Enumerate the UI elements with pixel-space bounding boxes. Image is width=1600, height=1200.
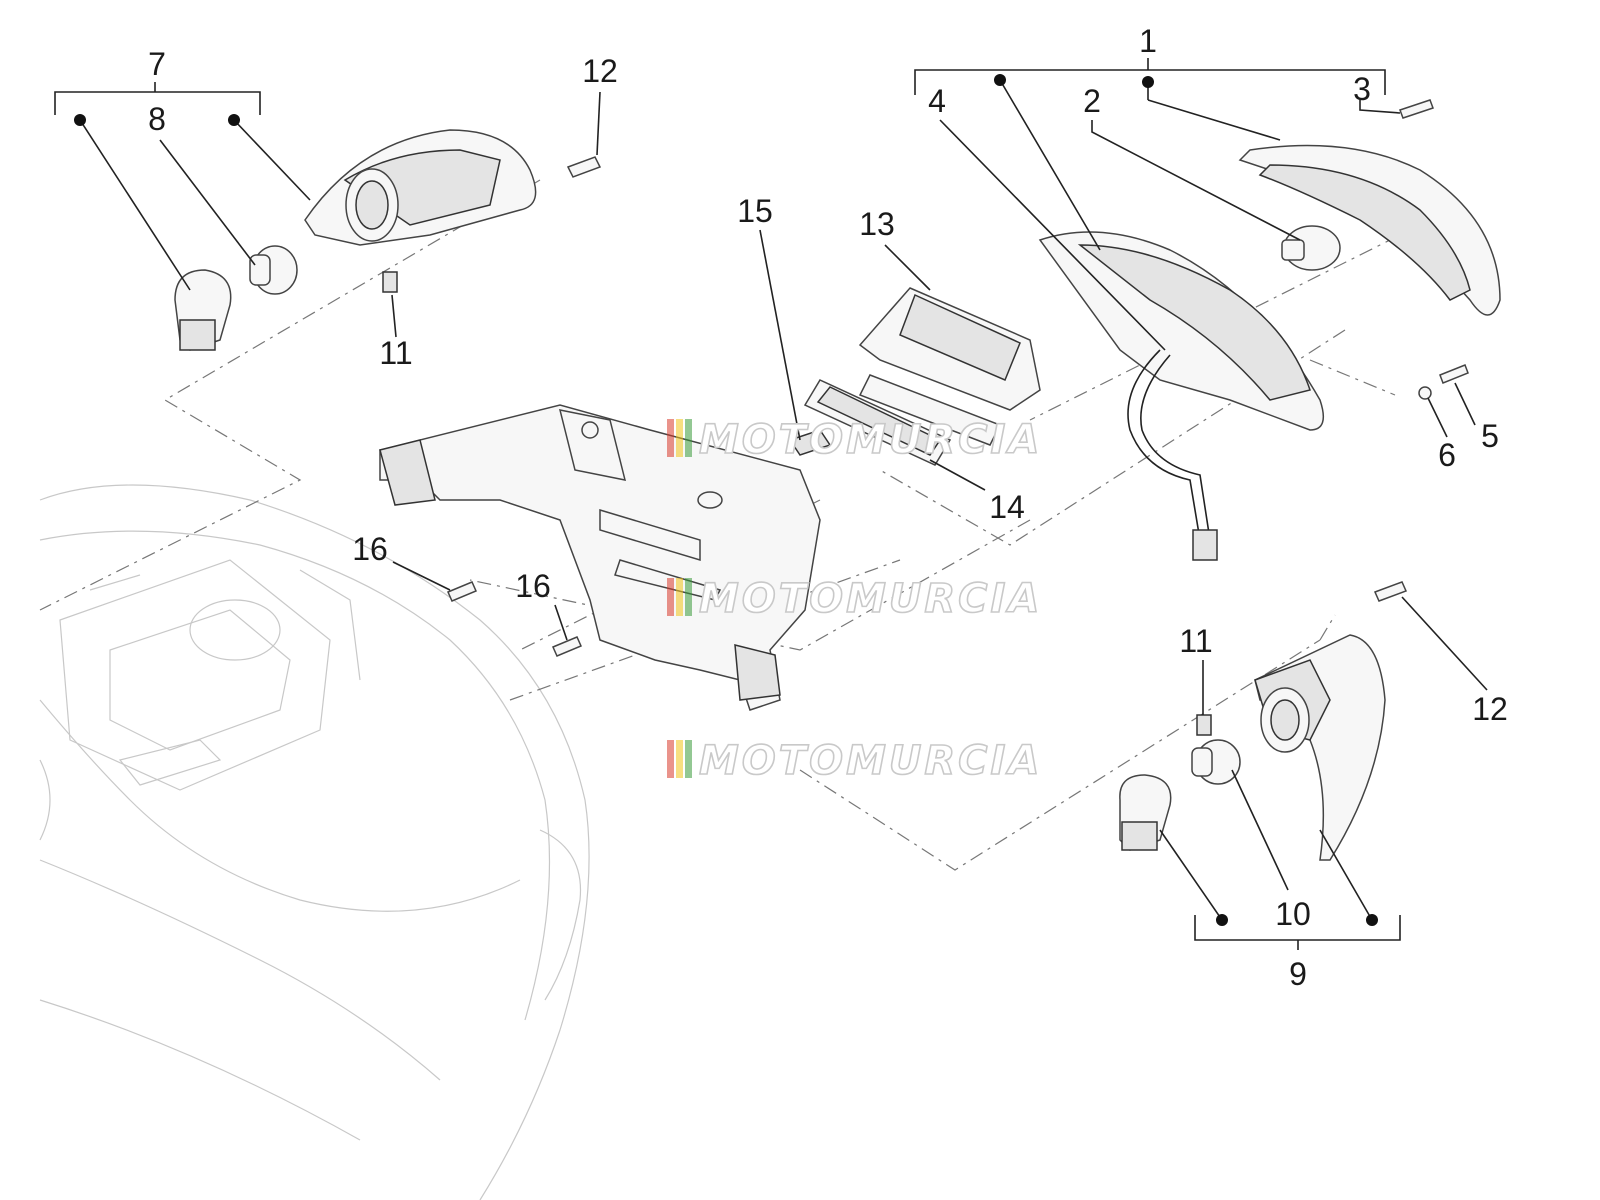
- part-3-screw: [1399, 99, 1434, 119]
- watermark-1: MOTOMURCIA: [667, 416, 1042, 464]
- part-14-plate-light-lens: [803, 379, 952, 466]
- callout-13: 13: [859, 206, 895, 242]
- part-9-right-indicator: [1254, 634, 1386, 861]
- watermark-text: MOTOMURCIA: [699, 738, 1042, 784]
- part-16-screw-a: [447, 581, 477, 602]
- callout-11: 11: [1179, 623, 1212, 659]
- part-2-tail-bulb: [1281, 225, 1341, 271]
- part-4-tail-light-housing: [1038, 231, 1325, 561]
- part-13-plate-light-housing: [858, 287, 1041, 446]
- callout-5: 5: [1481, 418, 1499, 454]
- watermark-3: MOTOMURCIA: [667, 737, 1042, 785]
- watermark-text: MOTOMURCIA: [699, 576, 1042, 622]
- part-12-left-screw: [566, 156, 602, 178]
- rear-light-bracket: [379, 404, 821, 711]
- scooter-body-outline: [39, 484, 590, 1200]
- callout-2: 2: [1083, 83, 1101, 119]
- callout-labels: 7 8 12 11 1 4 2 3 5 6 15 13 14 16 16 11 …: [148, 23, 1508, 992]
- part-1-tail-light: [1238, 144, 1501, 316]
- leader-lines: [54, 58, 1488, 950]
- callout-11: 11: [379, 335, 412, 371]
- part-12-right-screw: [1373, 581, 1408, 602]
- part-7-left-indicator: [304, 129, 537, 246]
- callout-6: 6: [1438, 437, 1456, 473]
- callout-15: 15: [737, 193, 773, 229]
- part-11-left-clip: [382, 271, 398, 293]
- callout-7: 7: [148, 46, 166, 82]
- part-11-right-clip: [1196, 714, 1212, 736]
- part-15-small-bulb: [788, 429, 832, 456]
- part-16-screw-b: [552, 636, 582, 657]
- part-6-washer: [1418, 386, 1432, 400]
- right-socket: [1119, 774, 1172, 851]
- callout-1: 1: [1139, 23, 1157, 59]
- callout-dots: [74, 74, 1378, 926]
- left-socket: [174, 269, 232, 351]
- callout-4: 4: [928, 83, 946, 119]
- callout-8: 8: [148, 101, 166, 137]
- callout-16: 16: [352, 531, 388, 567]
- watermark-2: MOTOMURCIA: [667, 575, 1042, 623]
- part-10-right-bulb: [1191, 739, 1241, 785]
- callout-9: 9: [1289, 956, 1307, 992]
- part-5-screw: [1439, 364, 1469, 384]
- callout-16: 16: [515, 568, 551, 604]
- callout-12: 12: [582, 53, 618, 89]
- callout-3: 3: [1353, 71, 1371, 107]
- watermark-text: MOTOMURCIA: [699, 417, 1042, 463]
- callout-10: 10: [1275, 896, 1311, 932]
- callout-12: 12: [1472, 691, 1508, 727]
- callout-14: 14: [989, 489, 1025, 525]
- part-8-left-bulb: [249, 245, 298, 295]
